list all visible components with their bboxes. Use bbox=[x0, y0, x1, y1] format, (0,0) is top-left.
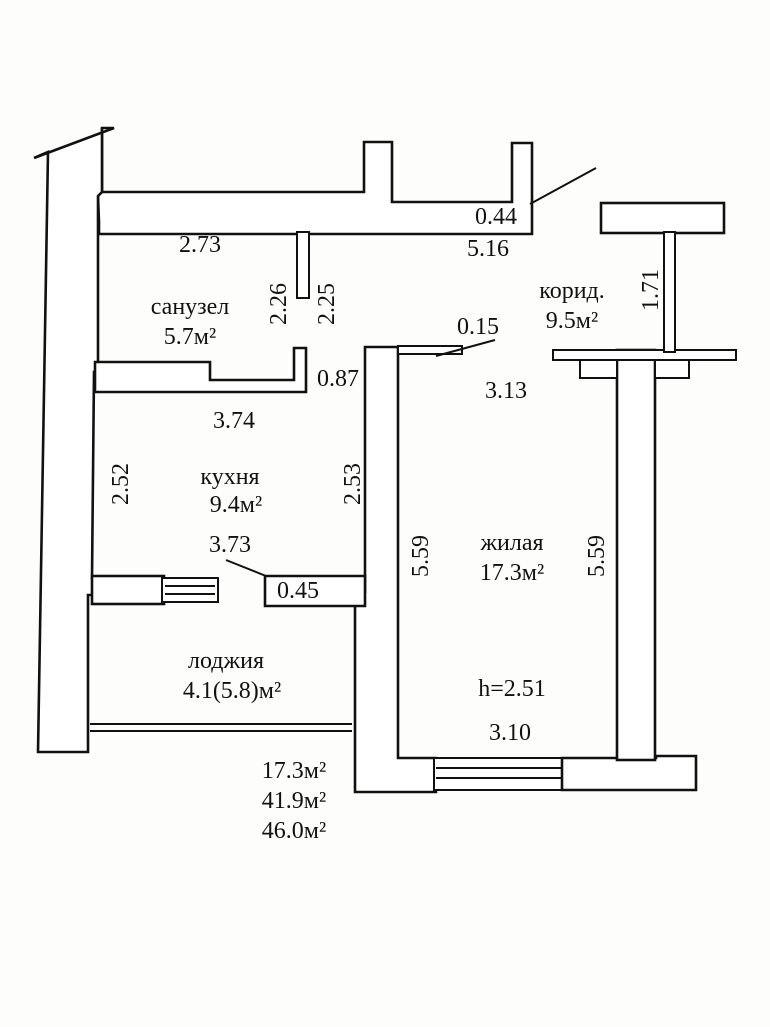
door-jamb bbox=[397, 345, 463, 355]
bathroom-area: 5.7м² bbox=[164, 324, 216, 350]
dim-5-59-right: 5.59 bbox=[584, 535, 610, 577]
leader-015 bbox=[435, 339, 496, 357]
corridor-name: корид. bbox=[539, 278, 605, 304]
leader-373 bbox=[225, 559, 267, 577]
dim-3-10: 3.10 bbox=[489, 720, 531, 746]
area-totals: 17.3м² 41.9м² 46.0м² bbox=[262, 758, 326, 844]
total-living: 17.3м² bbox=[262, 758, 326, 784]
corridor-area: 9.5м² bbox=[546, 308, 598, 334]
dimension-labels: 0.44 2.73 5.16 2.26 2.25 1.71 0.15 0.87 … bbox=[108, 204, 664, 746]
walls bbox=[33, 126, 737, 794]
living-name: жилая bbox=[479, 530, 543, 556]
dim-2-52: 2.52 bbox=[108, 463, 134, 505]
dim-5-59-left: 5.59 bbox=[408, 535, 434, 577]
dim-2-73: 2.73 bbox=[179, 232, 221, 258]
living-window bbox=[433, 757, 565, 791]
kitchen-window bbox=[161, 577, 219, 603]
room-labels: санузел 5.7м² корид. 9.5м² кухня 9.4м² ж… bbox=[151, 278, 605, 704]
bathroom-partition bbox=[296, 231, 310, 299]
dim-0-44: 0.44 bbox=[475, 204, 517, 230]
leader-044 bbox=[529, 167, 597, 205]
dim-0-87: 0.87 bbox=[317, 366, 359, 392]
dim-0-15: 0.15 bbox=[457, 314, 499, 340]
dim-1-71: 1.71 bbox=[638, 269, 664, 311]
left-outer-wall bbox=[33, 126, 115, 754]
loggia-area: 4.1(5.8)м² bbox=[183, 678, 281, 704]
total-area: 41.9м² bbox=[262, 788, 326, 814]
overall-area: 46.0м² bbox=[262, 818, 326, 844]
top-outer-wall bbox=[96, 128, 534, 236]
ceiling-height: h=2.51 bbox=[478, 676, 546, 702]
bathroom-kitchen-wall bbox=[93, 346, 308, 394]
dim-2-25: 2.25 bbox=[314, 283, 340, 325]
dim-2-26: 2.26 bbox=[266, 283, 292, 325]
kitchen-bottom-wall-left bbox=[90, 574, 166, 606]
upper-right-wall bbox=[599, 201, 726, 235]
kitchen-bottom-wall-right bbox=[263, 574, 367, 608]
loggia-name: лоджия bbox=[188, 648, 264, 674]
kitchen-area: 9.4м² bbox=[210, 492, 262, 518]
dim-3-13: 3.13 bbox=[485, 378, 527, 404]
upper-right-post bbox=[663, 231, 676, 353]
living-right-wall bbox=[615, 348, 657, 762]
dim-2-53: 2.53 bbox=[340, 463, 366, 505]
corridor-partition bbox=[552, 349, 737, 379]
dim-5-16: 5.16 bbox=[467, 236, 509, 262]
loggia-parapet bbox=[90, 723, 352, 732]
dim-0-45: 0.45 bbox=[277, 578, 319, 604]
kitchen-name: кухня bbox=[200, 464, 259, 490]
dim-3-74: 3.74 bbox=[213, 408, 255, 434]
living-area: 17.3м² bbox=[480, 560, 544, 586]
dim-3-73: 3.73 bbox=[209, 532, 251, 558]
bathroom-name: санузел bbox=[151, 294, 230, 320]
